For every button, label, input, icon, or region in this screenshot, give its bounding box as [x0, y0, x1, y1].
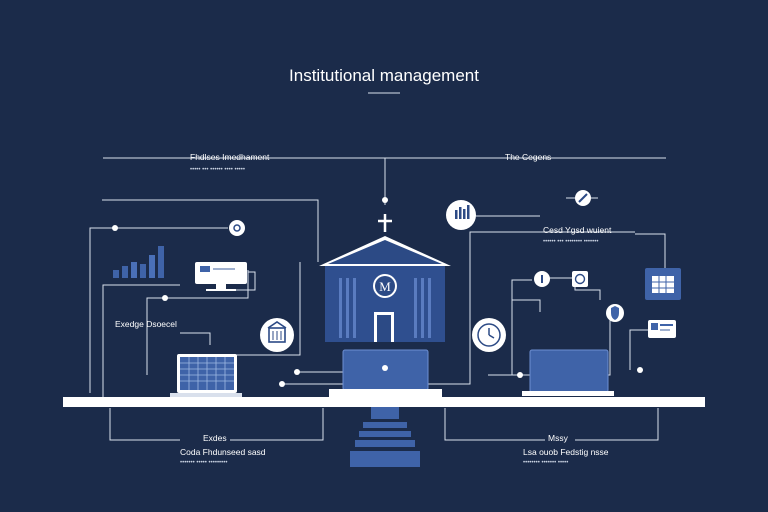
central-laptop	[329, 349, 442, 397]
central-building: M	[319, 214, 451, 342]
pencil-icon	[575, 190, 591, 206]
bank-building-icon	[260, 318, 294, 352]
label-bottom-left: Exdes	[203, 433, 227, 443]
clock-icon	[472, 318, 506, 352]
label-left: Exedge Dsoecel	[115, 319, 177, 329]
label-bottom-left-sub2: ••••••• ••••• •••••••••	[180, 460, 227, 466]
monitor-icon	[195, 262, 247, 291]
id-card-icon	[648, 320, 676, 338]
connector-dots	[112, 197, 643, 387]
label-top-left-sub: ••••• ••• •••••• •••• •••••	[190, 167, 245, 173]
label-top-right: The Cegens	[505, 152, 551, 162]
info-circle-right-icon	[534, 271, 550, 287]
label-bottom-right: Mssy	[548, 433, 569, 443]
label-bottom-left-sub: Coda Fhdunseed sasd	[180, 447, 266, 457]
building-emblem: M	[379, 279, 391, 294]
refresh-icon	[572, 271, 588, 287]
label-bottom-right-sub2: •••••••• ••••••• •••••	[523, 460, 568, 466]
shield-icon	[606, 304, 624, 322]
page-title: Institutional management	[289, 66, 479, 85]
calendar-grid-icon	[645, 268, 681, 300]
label-bottom-right-sub: Lsa ouob Fedstig nsse	[523, 447, 609, 457]
report-chart-icon	[446, 200, 476, 230]
right-laptop	[522, 349, 614, 396]
laptop-spreadsheet-icon	[170, 354, 242, 397]
bar-chart-icon	[113, 246, 164, 278]
platform-bar	[63, 397, 705, 407]
label-top-left: Fhdlses Imedhament	[190, 152, 270, 162]
info-icon	[229, 220, 245, 236]
center-steps	[350, 407, 420, 467]
label-right: Cesd Ygsd wuient	[543, 225, 612, 235]
label-right-sub: •••••• ••• •••••••• •••••••	[543, 239, 598, 245]
